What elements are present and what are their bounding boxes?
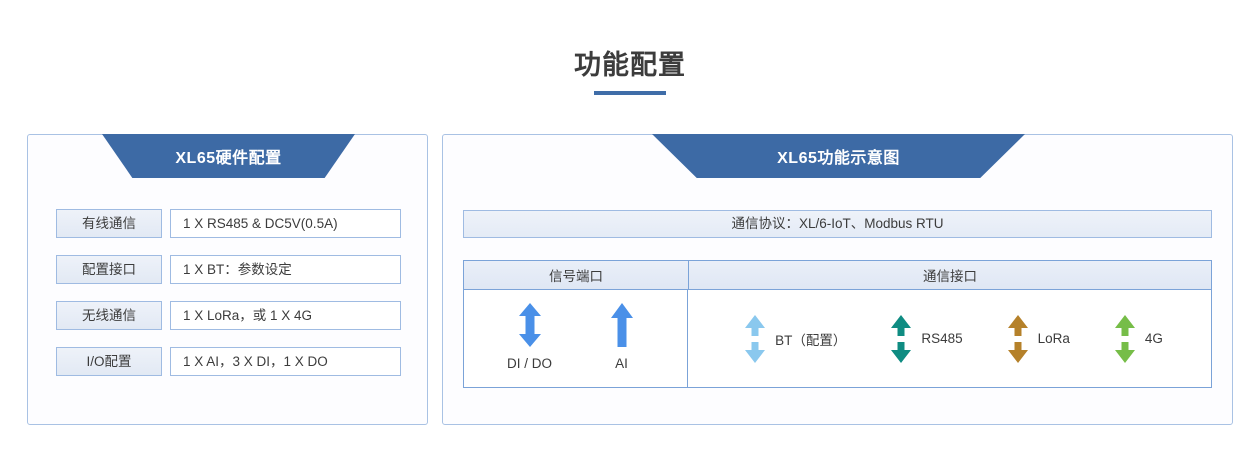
double-arrow-up-down-icon — [1114, 314, 1136, 364]
signal-port-cell: DI / DO AI — [464, 290, 688, 387]
table-row: I/O配置 1 X AI，3 X DI，1 X DO — [56, 347, 401, 376]
comm-port-rs485: RS485 — [890, 314, 963, 364]
io-table-header: 信号端口 通信接口 — [464, 261, 1211, 290]
row-value-io-config: 1 X AI，3 X DI，1 X DO — [170, 347, 401, 376]
comm-port-4g: 4G — [1114, 314, 1163, 364]
hardware-config-row-list: 有线通信 1 X RS485 & DC5V(0.5A) 配置接口 1 X BT：… — [56, 209, 401, 376]
function-diagram-panel: XL65功能示意图 通信协议：XL/6-IoT、Modbus RTU 信号端口 … — [442, 134, 1233, 425]
arrow-up-icon — [609, 302, 635, 348]
table-row: 无线通信 1 X LoRa，或 1 X 4G — [56, 301, 401, 330]
row-label-wireless-comm: 无线通信 — [56, 301, 162, 330]
double-arrow-up-down-icon — [890, 314, 912, 364]
table-row: 配置接口 1 X BT：参数设定 — [56, 255, 401, 284]
double-arrow-up-down-icon — [1007, 314, 1029, 364]
table-row: 有线通信 1 X RS485 & DC5V(0.5A) — [56, 209, 401, 238]
page-title: 功能配置 — [574, 50, 686, 80]
double-arrow-up-down-icon — [517, 302, 543, 348]
column-header-comm-port: 通信接口 — [923, 269, 977, 284]
io-table-body: DI / DO AI — [464, 290, 1211, 387]
function-diagram-banner: XL65功能示意图 — [652, 134, 1025, 178]
row-label-wired-comm: 有线通信 — [56, 209, 162, 238]
signal-port-di-do-label: DI / DO — [506, 356, 552, 371]
protocol-bar: 通信协议：XL/6-IoT、Modbus RTU — [463, 210, 1212, 238]
row-value-wireless-comm: 1 X LoRa，或 1 X 4G — [170, 301, 401, 330]
row-value-config-port: 1 X BT：参数设定 — [170, 255, 401, 284]
signal-port-di-do: DI / DO — [502, 302, 558, 371]
comm-port-rs485-label: RS485 — [921, 331, 963, 346]
row-value-wired-comm: 1 X RS485 & DC5V(0.5A) — [170, 209, 401, 238]
io-table: 信号端口 通信接口 DI / DO — [463, 260, 1212, 388]
row-label-io-config: I/O配置 — [56, 347, 162, 376]
hardware-config-banner: XL65硬件配置 — [102, 134, 355, 178]
comm-port-bt: BT（配置） — [744, 314, 846, 364]
comm-port-4g-label: 4G — [1144, 331, 1163, 346]
signal-port-ai-label: AI — [615, 356, 628, 371]
comm-port-lora-label: LoRa — [1037, 331, 1070, 346]
double-arrow-up-down-icon — [744, 314, 766, 364]
hardware-config-panel: XL65硬件配置 有线通信 1 X RS485 & DC5V(0.5A) 配置接… — [27, 134, 428, 425]
comm-port-lora: LoRa — [1007, 314, 1070, 364]
page-header: 功能配置 — [0, 48, 1260, 95]
column-header-signal-port: 信号端口 — [464, 261, 689, 289]
signal-port-ai: AI — [594, 302, 650, 371]
comm-port-bt-label: BT（配置） — [775, 332, 847, 348]
comm-port-cell: BT（配置） RS485 — [688, 290, 1211, 387]
title-underline — [594, 91, 666, 95]
row-label-config-port: 配置接口 — [56, 255, 162, 284]
